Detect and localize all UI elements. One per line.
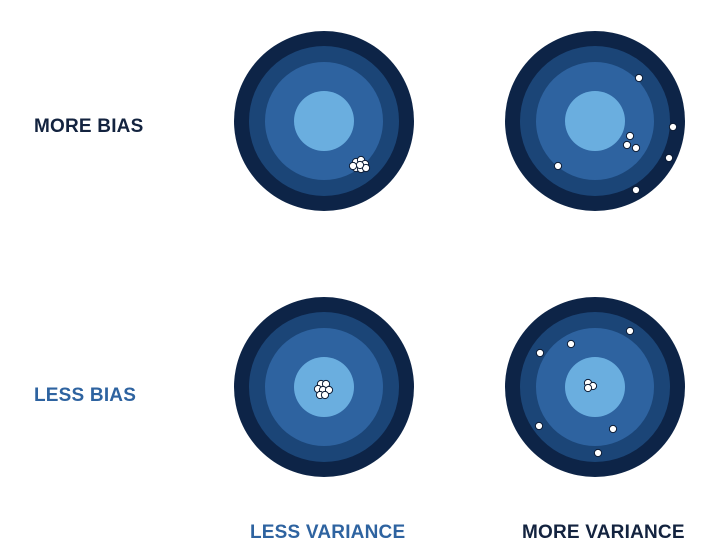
target-less-bias-less-variance	[234, 297, 414, 477]
hit-dot-icon	[583, 383, 593, 393]
hit-dot-icon	[625, 131, 635, 141]
hit-dot-icon	[622, 140, 632, 150]
hit-dot-icon	[631, 185, 641, 195]
column-label-less-variance: LESS VARIANCE	[250, 522, 406, 543]
hit-dot-icon	[634, 73, 644, 83]
hit-dot-icon	[320, 390, 330, 400]
hit-dot-icon	[348, 161, 358, 171]
target-more-bias-less-variance	[234, 31, 414, 211]
row-label-more-bias: MORE BIAS	[34, 116, 144, 137]
hit-dot-icon	[664, 153, 674, 163]
bullseye	[565, 91, 625, 151]
hit-dot-icon	[534, 421, 544, 431]
hit-dot-icon	[593, 448, 603, 458]
hit-dot-icon	[668, 122, 678, 132]
row-label-less-bias: LESS BIAS	[34, 385, 137, 406]
hit-dot-icon	[566, 339, 576, 349]
hit-dot-icon	[631, 143, 641, 153]
hit-dot-icon	[535, 348, 545, 358]
target-more-bias-more-variance	[505, 31, 685, 211]
target-less-bias-more-variance	[505, 297, 685, 477]
hit-dot-icon	[355, 160, 365, 170]
hit-dot-icon	[608, 424, 618, 434]
hit-dot-icon	[553, 161, 563, 171]
column-label-more-variance: MORE VARIANCE	[522, 522, 685, 543]
bullseye	[294, 91, 354, 151]
hit-dot-icon	[625, 326, 635, 336]
